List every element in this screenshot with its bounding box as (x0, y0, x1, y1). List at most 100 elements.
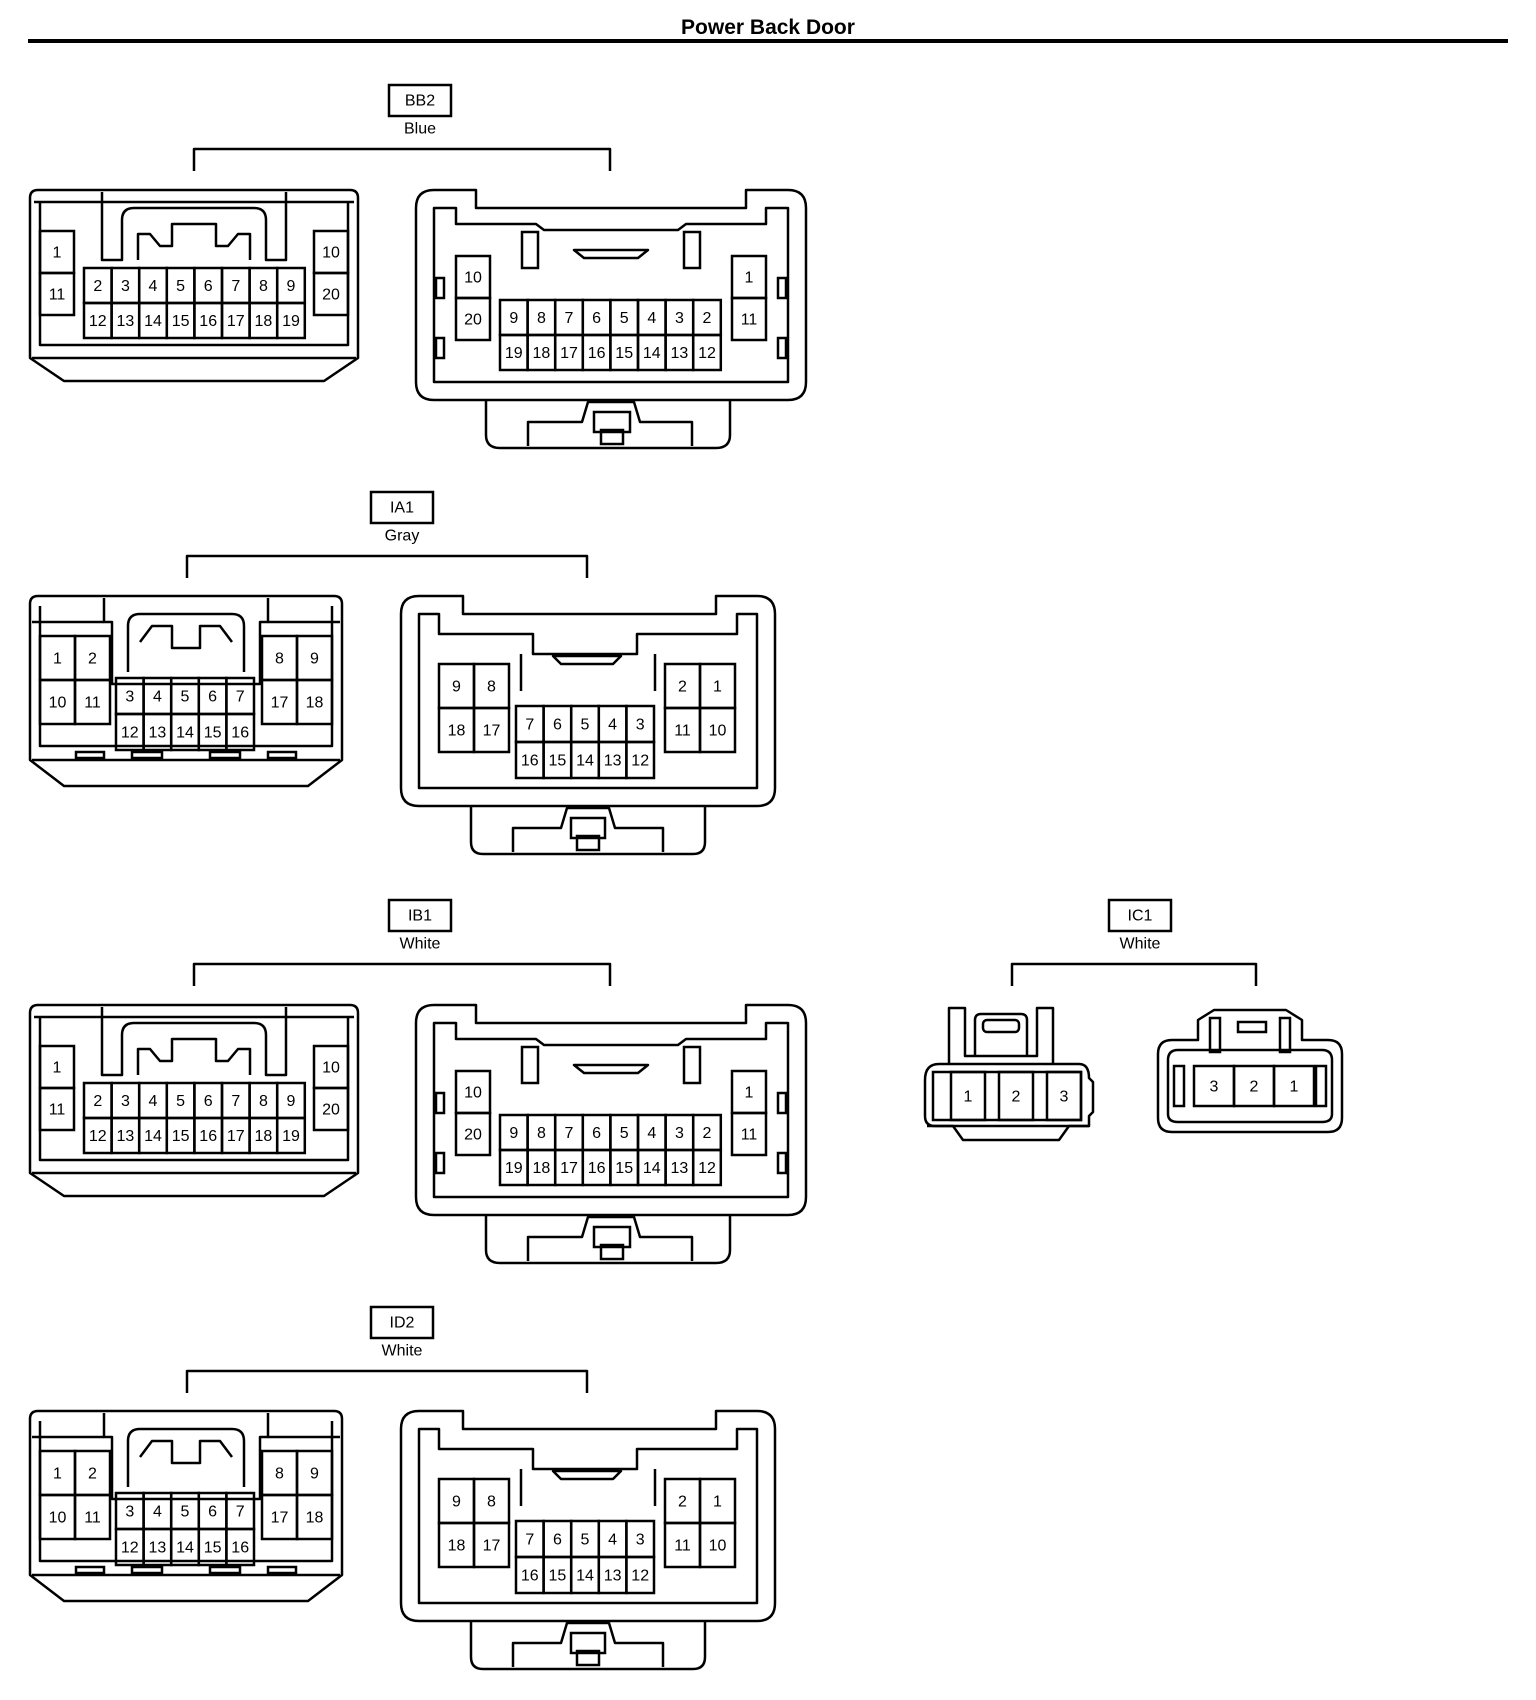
pin-cell (295, 1493, 334, 1541)
key-slot (551, 1469, 623, 1481)
pin-label: 11 (674, 723, 691, 740)
bottom-notch (130, 1565, 164, 1575)
pin-label: 13 (671, 345, 689, 362)
pin-label: 12 (121, 1540, 139, 1557)
pin-label: 4 (608, 717, 617, 734)
pin-label: 5 (181, 689, 190, 706)
guide-rib (520, 230, 540, 270)
connector-bracket (185, 1369, 589, 1393)
pin-label: 15 (172, 313, 190, 330)
pin-label: 14 (144, 313, 162, 330)
pin-cell (73, 678, 112, 726)
pin-label: 11 (674, 1538, 691, 1555)
pin-label: 4 (608, 1532, 617, 1549)
lock-tab-catch (592, 1225, 632, 1249)
lock-tab (484, 1215, 732, 1265)
connector-color: Gray (385, 528, 420, 545)
pin-label: 14 (176, 725, 194, 742)
pin-label: 3 (636, 717, 645, 734)
pin-label: 17 (560, 1160, 578, 1177)
pin-label: 7 (231, 278, 240, 295)
pin-label: 17 (483, 723, 501, 740)
connector-code: BB2 (405, 93, 435, 110)
lock-tab-catch (569, 816, 607, 840)
pin-label: 11 (84, 1510, 101, 1527)
pin-label: 5 (620, 310, 629, 327)
latch-lock (139, 1439, 233, 1465)
housing-outline (28, 188, 360, 383)
lock-tab-catch (575, 1649, 601, 1667)
pin-label: 18 (255, 313, 273, 330)
bottom-notch (74, 750, 106, 760)
pin-label: 11 (741, 1127, 758, 1144)
pin-label: 3 (1060, 1089, 1069, 1106)
housing-outline (28, 1003, 360, 1198)
pin-label: 15 (204, 1540, 222, 1557)
connector-code: IC1 (1128, 908, 1153, 925)
pin-label: 3 (121, 1093, 130, 1110)
pin-label: 11 (84, 695, 101, 712)
side-notch (776, 1091, 788, 1115)
pin-label: 16 (588, 345, 606, 362)
pin-label: 16 (199, 313, 217, 330)
pin-label: 14 (576, 753, 594, 770)
pin-label: 10 (464, 1085, 482, 1102)
housing-outline (28, 594, 344, 788)
pin-label: 4 (647, 310, 656, 327)
pin-label: 8 (275, 651, 284, 668)
pin-label: 2 (93, 278, 102, 295)
pin-label: 11 (741, 312, 758, 329)
latch-arm (126, 612, 246, 672)
pin-label: 17 (271, 695, 289, 712)
pin-cell (472, 1521, 511, 1569)
pin-label: 2 (678, 679, 687, 696)
pin-label: 16 (521, 753, 539, 770)
pin-label: 2 (88, 651, 97, 668)
pin-label: 20 (322, 287, 340, 304)
pin-label: 17 (227, 313, 245, 330)
connector-code-box (369, 1305, 435, 1340)
pin-label: 12 (698, 1160, 716, 1177)
pin-cell (997, 1070, 1035, 1122)
pin-cell (730, 296, 768, 342)
connector-code-box (387, 83, 453, 118)
connector-bracket (192, 962, 612, 986)
pin-label: 14 (144, 1128, 162, 1145)
pin-label: 2 (88, 1466, 97, 1483)
pin-label: 15 (615, 345, 633, 362)
pin-label: 5 (176, 1093, 185, 1110)
pin-label: 2 (1250, 1079, 1259, 1096)
pin-label: 15 (615, 1160, 633, 1177)
pin-label: 16 (588, 1160, 606, 1177)
pin-label: 1 (745, 270, 754, 287)
bottom-notch (266, 750, 298, 760)
pin-label: 17 (227, 1128, 245, 1145)
pin-label: 1 (713, 679, 722, 696)
side-guide (1172, 1064, 1186, 1108)
pin-label: 15 (204, 725, 222, 742)
side-notch (776, 276, 788, 300)
connector-color: White (400, 936, 441, 953)
bottom-notch (74, 1565, 106, 1575)
pin-label: 13 (604, 753, 622, 770)
pin-label: 19 (505, 1160, 523, 1177)
pin-label: 13 (117, 1128, 135, 1145)
pin-label: 10 (49, 695, 67, 712)
pin-label: 17 (271, 1510, 289, 1527)
pin-cell (454, 1111, 492, 1157)
pin-label: 8 (537, 310, 546, 327)
latch-rib (1208, 1016, 1222, 1054)
housing-inner (1166, 1048, 1334, 1124)
connector-code-box (369, 490, 435, 525)
pin-label: 4 (153, 689, 162, 706)
pin-label: 11 (49, 1102, 66, 1119)
pin-label: 3 (675, 1125, 684, 1142)
side-notch (434, 276, 446, 300)
pin-label: 15 (549, 753, 567, 770)
pin-cell (312, 1086, 350, 1132)
pin-label: 8 (537, 1125, 546, 1142)
